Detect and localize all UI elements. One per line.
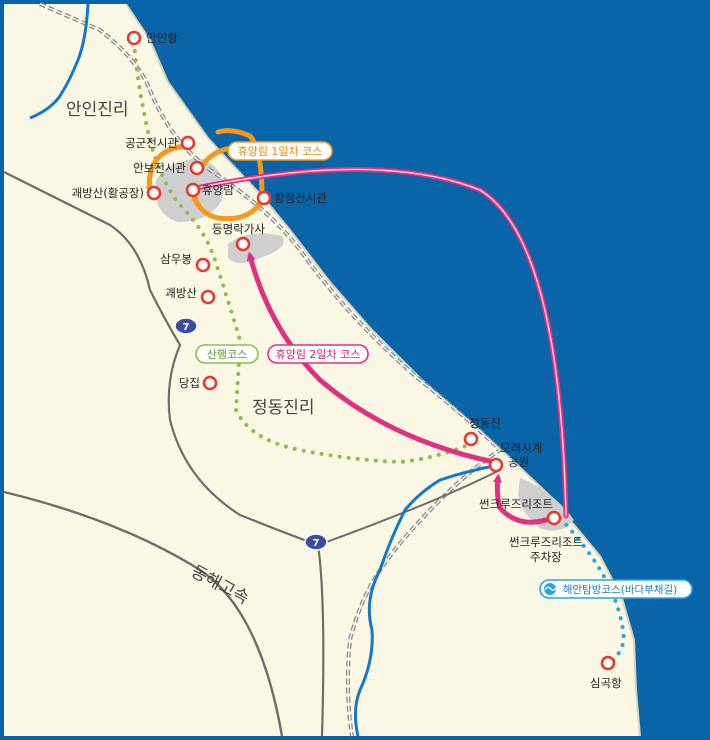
poi-marker-dangjip[interactable] <box>202 375 218 391</box>
region-label-jeongdong: 정동진리 <box>252 398 315 418</box>
poi-marker-hamjeong[interactable] <box>256 190 272 206</box>
expressway <box>3 490 284 737</box>
poi-label-jeongdongjin: 정동진 <box>469 416 501 430</box>
poi-label-suncruise-parking-1: 썬크루즈리조트 <box>509 535 583 549</box>
poi-marker-sandglass[interactable] <box>488 457 504 473</box>
railway-edge <box>39 3 502 737</box>
river-north <box>29 3 90 120</box>
poi-label-dangjip: 당집 <box>179 376 200 390</box>
poi-label-hamjeong: 함정전시관 <box>274 191 327 205</box>
poi-label-gwaebang-factory: 괘방산(활공장) <box>72 186 144 200</box>
mountain-course <box>132 40 482 465</box>
poi-marker-hyuyangrim[interactable] <box>185 182 201 198</box>
poi-label-sandglass-1: 모래시계 <box>500 441 542 455</box>
highway-shield-a: 7 <box>174 317 198 335</box>
badge-mountain-label: 산행코스 <box>207 348 247 361</box>
day1-route-c <box>191 192 265 222</box>
poi-label-suncruise: 썬크루즈리조트 <box>479 497 553 511</box>
poi-label-aninhang: 안인항 <box>146 31 178 45</box>
highway-shield-b-label: 7 <box>313 538 320 549</box>
road-7-north <box>3 171 319 547</box>
badge-coast-label: 해안탐방코스(바다부채길) <box>563 583 677 596</box>
poi-label-gonggun: 공군전시관 <box>125 136 178 150</box>
poi-label-sandglass-2: 공원 <box>508 455 529 469</box>
poi-marker-deungmyeong[interactable] <box>235 236 251 252</box>
badge-coast[interactable]: 해안탐방코스(바다부채길) <box>539 579 693 599</box>
badge-day1[interactable]: 휴양림 1일차 코스 <box>227 141 333 161</box>
poi-label-hyuyangrim: 휴양림 <box>202 183 234 197</box>
road-7-south <box>316 544 325 737</box>
poi-label-suncruise-parking-2: 주차장 <box>530 550 562 564</box>
badge-day1-label: 휴양림 1일차 코스 <box>238 144 323 158</box>
poi-marker-gwaebang-factory[interactable] <box>146 185 162 201</box>
poi-marker-gonggun[interactable] <box>180 135 196 151</box>
wave-icon <box>544 583 557 595</box>
river-south <box>353 463 501 737</box>
poi-label-gwaebangsan: 괘방산 <box>165 286 197 300</box>
day1-route-b <box>215 128 266 200</box>
poi-marker-simgokhang[interactable] <box>600 655 616 671</box>
poi-label-simgokhang: 심곡항 <box>590 676 622 690</box>
poi-marker-jeongdongjin[interactable] <box>463 431 479 447</box>
badge-mountain[interactable]: 산행코스 <box>195 344 259 364</box>
day2-route-return <box>246 251 497 465</box>
poi-label-anbo: 안보전시관 <box>133 161 186 175</box>
highway-shield-a-label: 7 <box>183 322 190 333</box>
road-coastal <box>317 469 501 546</box>
region-label-anin: 안인진리 <box>66 100 129 120</box>
poi-label-samubong: 삼우봉 <box>160 252 192 266</box>
coast-course <box>558 516 627 666</box>
day2-route-resort <box>492 473 555 525</box>
badge-day2-label: 휴양림 2일차 코스 <box>276 347 361 361</box>
poi-marker-samubong[interactable] <box>195 257 211 273</box>
highway-shield-b: 7 <box>304 533 328 551</box>
poi-marker-anbo[interactable] <box>189 160 205 176</box>
badge-day2[interactable]: 휴양림 2일차 코스 <box>267 344 369 364</box>
poi-marker-aninhang[interactable] <box>126 30 142 46</box>
poi-label-deungmyeong: 등명락가사 <box>212 222 265 236</box>
poi-marker-suncruise[interactable] <box>546 510 562 526</box>
day2-route-long-inner <box>195 168 567 517</box>
poi-marker-gwaebangsan[interactable] <box>200 289 216 305</box>
day1-route-a <box>145 143 189 194</box>
